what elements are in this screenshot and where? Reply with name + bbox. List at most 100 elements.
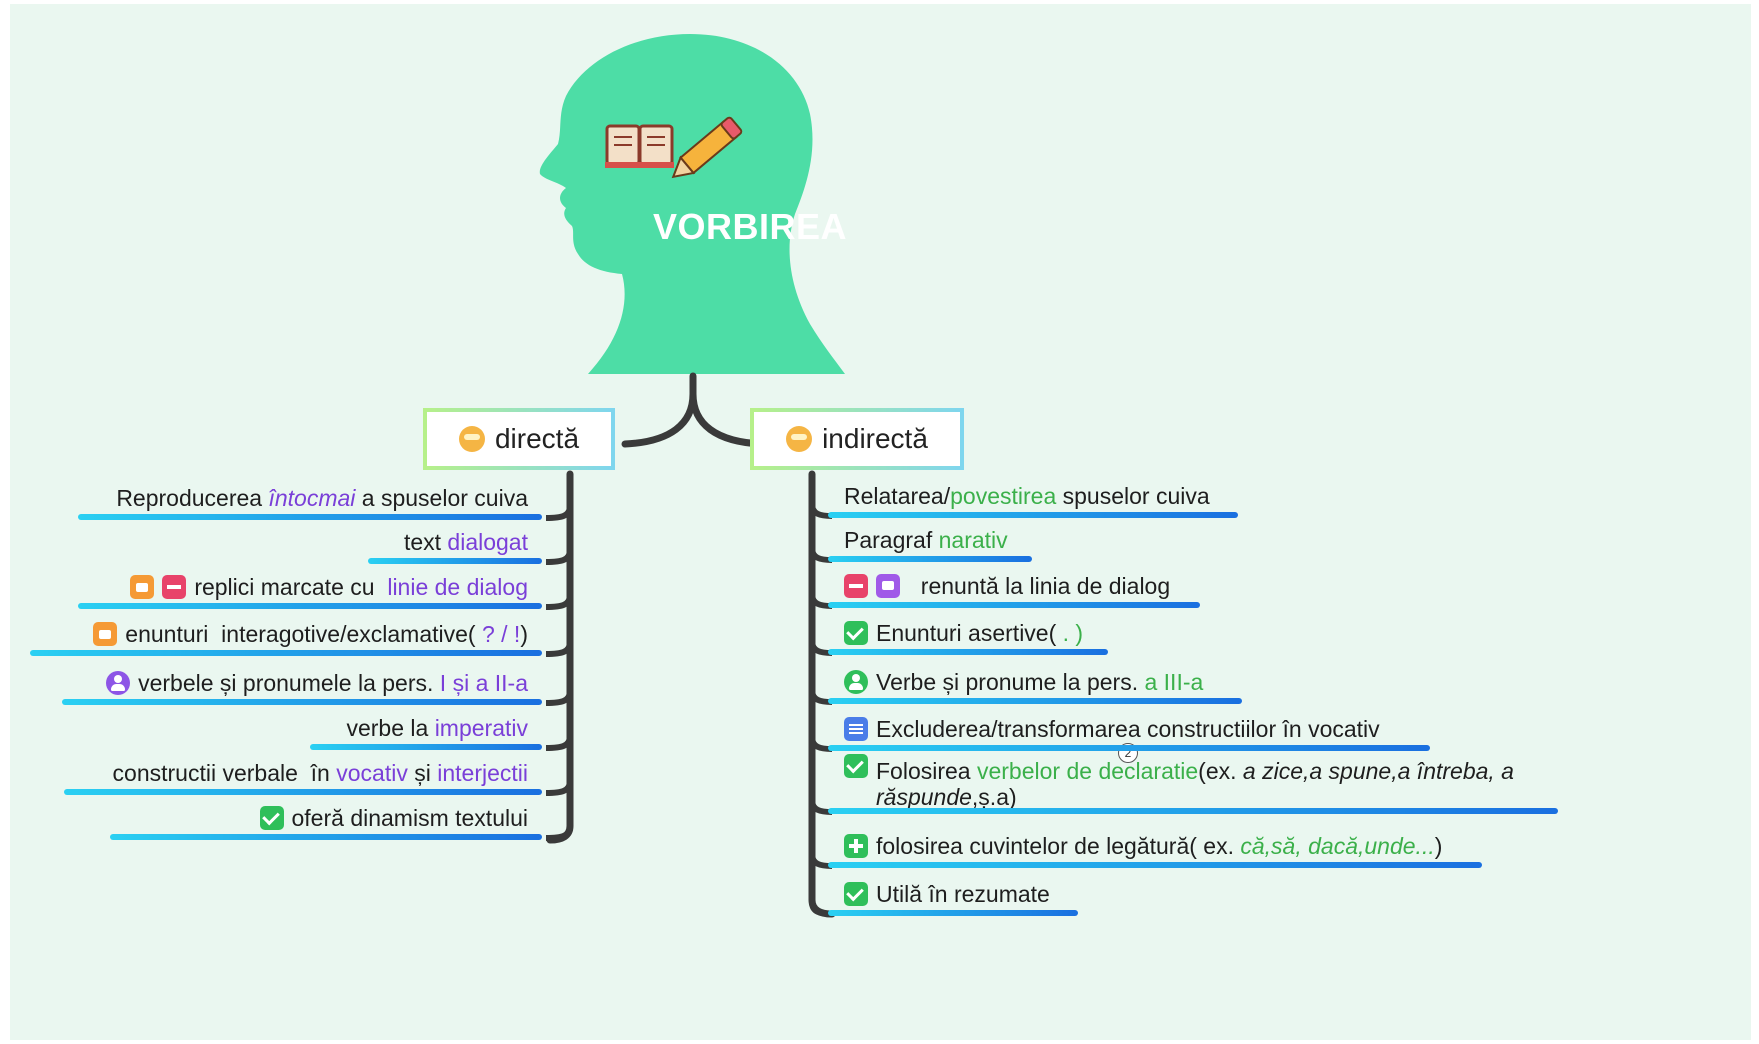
right-list-item[interactable]: Utilă în rezumate — [828, 874, 1078, 916]
page-title: VORBIREA — [652, 206, 848, 247]
left-list-item[interactable]: replici marcate cu linie de dialog — [78, 567, 542, 609]
item-text-part: ,ș.a) — [971, 784, 1017, 810]
item-text-part: spuselor cuiva — [1056, 482, 1210, 509]
check-icon — [844, 754, 868, 778]
left-list-item[interactable]: verbe la imperativ — [310, 708, 542, 750]
left-list-item[interactable]: constructii verbale în vocativ și interj… — [64, 753, 542, 795]
item-text-part: I și a II-a — [439, 669, 528, 696]
mindmap-canvas: VORBIREA directă indirectă Reproducerea … — [10, 4, 1751, 1040]
branch-connector — [545, 780, 573, 796]
item-text-part: interjectii — [437, 759, 528, 786]
right-list-item[interactable]: Enunturi asertive( . ) — [828, 613, 1108, 655]
left-list-item[interactable]: enunturi interagotive/exclamative( ? / !… — [30, 614, 542, 656]
item-text-part: ? / ! — [475, 620, 521, 647]
item-text: Paragraf narativ — [844, 527, 1008, 554]
smiley-emoji-icon — [458, 426, 485, 452]
branch-connector — [545, 505, 573, 521]
item-text-part: Folosirea — [876, 758, 977, 784]
right-list-item[interactable]: Relatarea/povestirea spuselor cuiva — [828, 476, 1238, 518]
right-list-item[interactable]: renuntă la linia de dialog — [828, 566, 1200, 608]
item-text: Utilă în rezumate — [876, 881, 1050, 908]
item-text: text dialogat — [404, 529, 528, 556]
node-indirect-label: indirectă — [822, 423, 928, 454]
item-text-part: Utilă în rezumate — [876, 880, 1050, 907]
thumbs-up-icon — [130, 575, 155, 599]
item-text-part: verbele și pronumele la pers. — [138, 669, 440, 696]
book-icon — [605, 124, 674, 168]
left-list-item[interactable]: verbele și pronumele la pers. I și a II-… — [62, 663, 542, 705]
right-list-item[interactable]: folosirea cuvintelor de legătură( ex. că… — [828, 826, 1482, 868]
item-text-part: Relatarea/ — [844, 482, 951, 509]
item-text: oferă dinamism textului — [292, 805, 529, 832]
head-silhouette — [539, 34, 845, 374]
item-text-part: renuntă la linia de dialog — [908, 572, 1171, 599]
right-list-item[interactable]: Excluderea/transformarea constructiilor … — [828, 709, 1430, 763]
item-text: Enunturi asertive( . ) — [876, 620, 1083, 647]
item-text: folosirea cuvintelor de legătură( ex. că… — [876, 833, 1442, 860]
branch-connector — [545, 825, 573, 841]
right-list-item[interactable]: Folosirea verbelor de declaratie(ex. a z… — [828, 754, 1558, 814]
item-text-part: a spuselor cuiva — [355, 484, 528, 511]
item-text-part: . ) — [1056, 619, 1084, 646]
pencil-icon — [671, 116, 743, 179]
item-text-part: vocativ — [336, 759, 408, 786]
left-list-item[interactable]: oferă dinamism textului — [110, 798, 542, 840]
item-text-part: folosirea cuvintelor de legătură( ex. — [876, 832, 1241, 859]
right-list-item[interactable]: Paragraf narativ — [828, 520, 1032, 562]
check-icon — [259, 806, 284, 830]
mindmap-connectors — [539, 34, 845, 918]
item-text: verbele și pronumele la pers. I și a II-… — [138, 670, 528, 697]
left-list-item[interactable]: Reproducerea întocmai a spuselor cuiva — [78, 478, 542, 520]
item-text-part: că,să, dacă,unde... — [1240, 832, 1435, 859]
minus-icon — [162, 575, 187, 599]
item-line: răspunde,ș.a) — [876, 784, 1514, 810]
node-direct[interactable]: directă — [423, 408, 615, 470]
item-text-part: verbelor de declaratie — [976, 758, 1199, 784]
surprised-emoji-icon — [786, 426, 813, 452]
item-text: Reproducerea întocmai a spuselor cuiva — [116, 485, 528, 512]
node-indirect[interactable]: indirectă — [750, 408, 964, 470]
person-icon — [106, 671, 131, 695]
item-text-part: dialogat — [447, 528, 528, 555]
branch-connector — [545, 549, 573, 565]
check-icon — [844, 621, 868, 645]
left-list-item[interactable]: text dialogat — [368, 522, 542, 564]
item-text: renuntă la linia de dialog — [908, 573, 1170, 600]
item-text-part: enunturi interagotive/exclamative( — [125, 620, 476, 647]
item-text-part: întocmai — [268, 484, 356, 511]
item-text-part: linie de dialog — [387, 573, 528, 600]
check-icon — [844, 882, 868, 906]
item-text-part: verbe la — [346, 714, 435, 741]
branch-connector — [545, 594, 573, 610]
item-text-part: Excluderea/transformarea constructiilor … — [876, 715, 1380, 742]
plus-icon — [844, 834, 868, 858]
branch-connector — [545, 641, 573, 657]
person-icon — [844, 670, 868, 694]
item-text-part: Paragraf — [844, 526, 939, 553]
minus-icon — [844, 574, 868, 598]
right-list-item[interactable]: Verbe și pronume la pers. a III-a — [828, 662, 1242, 704]
item-line: Folosirea verbelor de declaratie(ex. a z… — [876, 758, 1514, 784]
item-text-part: ) — [1434, 832, 1443, 859]
item-text-part: Reproducerea — [116, 484, 269, 511]
item-text-part: constructii verbale în — [112, 759, 337, 786]
node-direct-label: directă — [494, 423, 580, 454]
item-text-part: imperativ — [434, 714, 528, 741]
thumbs-up-icon — [93, 622, 118, 646]
item-text-part: oferă dinamism textului — [291, 804, 529, 831]
item-text: replici marcate cu linie de dialog — [194, 574, 528, 601]
card-icon — [844, 717, 868, 741]
item-text-part: a zice,a spune,a întreba, a — [1242, 758, 1514, 784]
item-text: Folosirea verbelor de declaratie(ex. a z… — [876, 758, 1514, 810]
item-text-part: Verbe și pronume la pers. — [876, 668, 1145, 695]
item-text-part: răspunde — [876, 784, 972, 810]
item-text-part: replici marcate cu — [194, 573, 388, 600]
item-text: verbe la imperativ — [346, 715, 528, 742]
branch-connector — [545, 735, 573, 751]
branch-connector — [545, 690, 573, 706]
item-text-part: a III-a — [1144, 668, 1204, 695]
item-text: enunturi interagotive/exclamative( ? / !… — [125, 621, 528, 648]
item-text: constructii verbale în vocativ și interj… — [113, 760, 528, 787]
item-text-part: (ex. — [1198, 758, 1243, 784]
item-text-part: text — [403, 528, 448, 555]
